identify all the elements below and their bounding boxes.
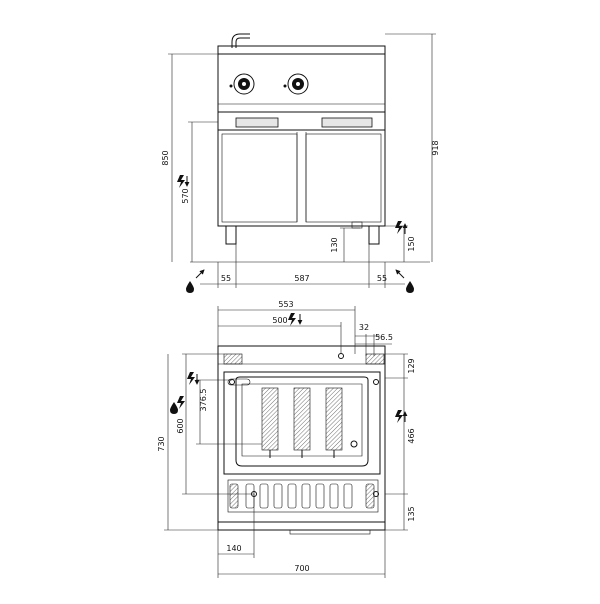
electric-icon-466 xyxy=(395,410,408,423)
dim-850: 850 xyxy=(161,150,170,165)
front-view: 918 850 570 130 150 55 587 xyxy=(161,33,440,293)
knob-right xyxy=(283,73,309,95)
dim-466: 466 xyxy=(407,428,416,443)
fryer-well xyxy=(223,371,381,475)
dim-570: 570 xyxy=(181,188,190,203)
dim-600: 600 xyxy=(176,418,185,433)
dim-376-5: 376.5 xyxy=(199,389,208,412)
dim-918: 918 xyxy=(431,140,440,155)
dim-150: 150 xyxy=(407,236,416,251)
dim-700: 700 xyxy=(294,564,309,573)
cabinet-body xyxy=(217,129,386,227)
dim-500: 500 xyxy=(272,316,287,325)
dim-730: 730 xyxy=(157,436,166,451)
water-drop-icon-left xyxy=(186,269,205,293)
leg-left xyxy=(225,225,237,245)
dim-32: 32 xyxy=(359,323,369,332)
dim-55-right: 55 xyxy=(377,274,387,283)
grill-slots xyxy=(227,479,379,513)
electric-icon-top xyxy=(288,313,303,326)
dim-129: 129 xyxy=(407,358,416,373)
faucet-pipe xyxy=(231,33,250,48)
dim-553: 553 xyxy=(278,300,293,309)
gas-drop-icon xyxy=(170,396,185,414)
electric-icon xyxy=(177,175,190,188)
dim-140: 140 xyxy=(226,544,241,553)
dim-55-left: 55 xyxy=(221,274,231,283)
dim-135: 135 xyxy=(407,506,416,521)
leg-right xyxy=(368,225,380,245)
heating-element-3 xyxy=(325,387,343,458)
knob-left xyxy=(229,73,255,95)
heating-element-1 xyxy=(261,387,279,458)
backsplash xyxy=(217,45,386,55)
connector-left xyxy=(223,353,243,365)
water-drop-icon-right xyxy=(395,269,414,293)
connector-right xyxy=(365,353,385,365)
dim-56-5: 56.5 xyxy=(375,333,393,342)
top-view: 553 500 32 56.5 129 466 135 37 xyxy=(157,300,416,578)
electric-icon-right xyxy=(395,221,408,234)
electric-icon-376 xyxy=(187,372,200,385)
dim-130: 130 xyxy=(330,237,339,252)
dim-587: 587 xyxy=(294,274,309,283)
heating-element-2 xyxy=(293,387,311,458)
